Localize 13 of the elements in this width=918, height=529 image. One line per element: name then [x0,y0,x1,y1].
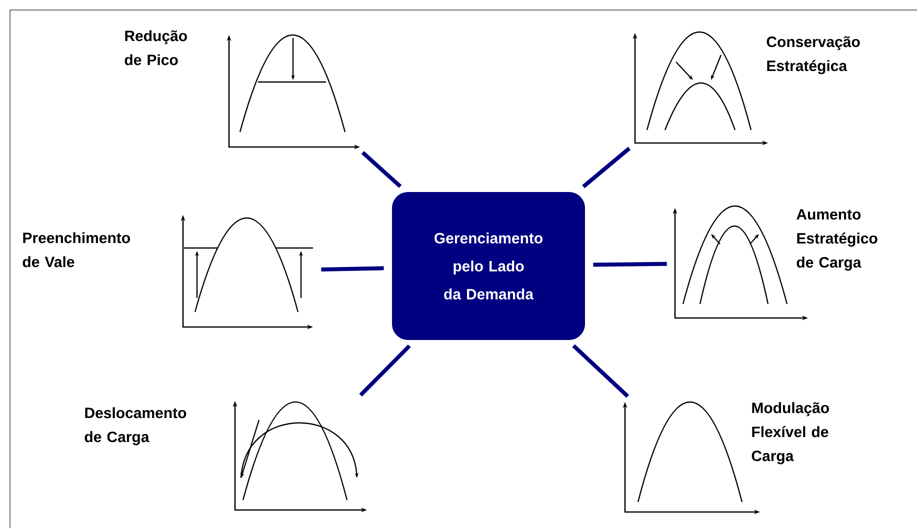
connector-line [572,344,630,398]
strategy-label: Preenchimento de Vale [22,232,130,268]
strategy-label: Deslocamento de Carga [84,407,186,446]
connector-line [321,266,384,272]
connector-line [359,344,411,397]
strategy-label: Redução de Pico [124,30,187,66]
strategy-label: Modulação Flexível de Carga [752,402,829,464]
strategy-label: Aumento Estratégico de Carga [796,209,878,271]
center-box: Gerenciamento pelo Lado da Demanda [392,192,585,340]
connector-line [593,262,667,267]
connector-line [361,151,402,188]
connector-line [582,146,631,188]
strategy-label: Conservação Estratégica [766,36,860,74]
